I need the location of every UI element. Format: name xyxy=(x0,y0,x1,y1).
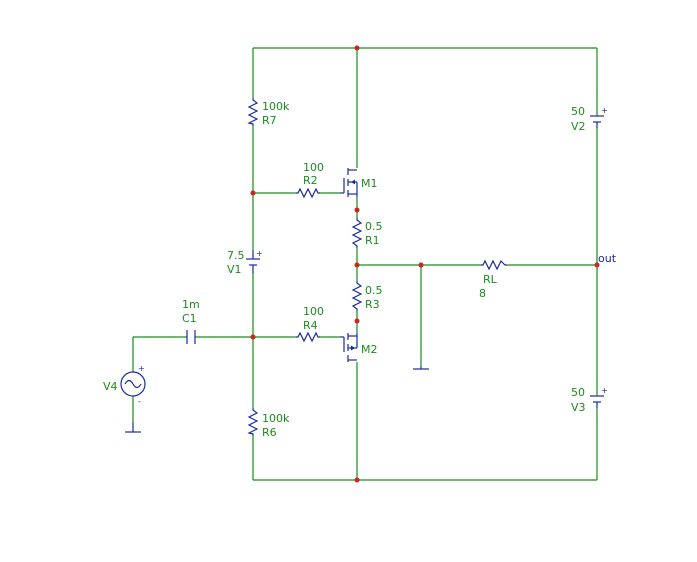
R2-value: 100 xyxy=(303,161,324,174)
R3-value: 0.5 xyxy=(365,284,383,297)
junction-dot xyxy=(354,477,360,483)
V4-name: V4 xyxy=(103,380,118,393)
voltage-source-V3[interactable]: + 50 V3 xyxy=(571,386,608,414)
junction-dot xyxy=(418,262,424,268)
resistor-R4[interactable]: 100 R4 xyxy=(296,305,324,343)
mosfet-M1[interactable]: M1 xyxy=(340,168,378,197)
voltage-source-V2[interactable]: + 50 V2 xyxy=(571,105,608,133)
V4-plus-sign: + xyxy=(138,364,145,373)
resistor-R2[interactable]: 100 R2 xyxy=(296,161,324,199)
R1-name: R1 xyxy=(365,234,380,247)
junction-dot xyxy=(250,334,256,340)
resistor-R3[interactable]: 0.5 R3 xyxy=(351,281,383,311)
junction-dot xyxy=(354,318,360,324)
R1-value: 0.5 xyxy=(365,220,383,233)
ground-symbol xyxy=(413,366,429,370)
net-label-out: out xyxy=(598,252,617,265)
voltage-source-V1[interactable]: + 7.5 V1 xyxy=(227,249,263,276)
resistor-R7[interactable]: 100k R7 xyxy=(247,98,290,127)
ac-source-V4[interactable]: + - V4 xyxy=(103,364,146,433)
junction-dot xyxy=(354,262,360,268)
junctions xyxy=(250,45,600,483)
V2-plus-sign: + xyxy=(601,106,608,115)
mosfet-M2[interactable]: M2 xyxy=(340,333,378,362)
resistor-R1[interactable]: 0.5 R1 xyxy=(351,218,383,248)
R7-name: R7 xyxy=(262,114,277,127)
wires xyxy=(132,47,598,481)
V4-minus-sign: - xyxy=(138,397,141,406)
M2-name: M2 xyxy=(361,343,378,356)
RL-value: 8 xyxy=(479,287,486,300)
V3-value: 50 xyxy=(571,386,585,399)
C1-name: C1 xyxy=(182,312,197,325)
junction-dot xyxy=(250,190,256,196)
V1-plus-sign: + xyxy=(256,249,263,258)
resistor-R6[interactable]: 100k R6 xyxy=(247,408,290,439)
M1-name: M1 xyxy=(361,177,378,190)
R6-value: 100k xyxy=(262,412,290,425)
V3-plus-sign: + xyxy=(601,386,608,395)
R3-name: R3 xyxy=(365,298,380,311)
junction-dot xyxy=(354,45,360,51)
capacitor-C1[interactable]: 1m C1 xyxy=(182,298,200,344)
V2-value: 50 xyxy=(571,105,585,118)
junction-dot xyxy=(594,262,600,268)
V2-name: V2 xyxy=(571,120,586,133)
R7-value: 100k xyxy=(262,100,290,113)
R4-name: R4 xyxy=(303,319,318,332)
R2-name: R2 xyxy=(303,174,318,187)
R4-value: 100 xyxy=(303,305,324,318)
RL-name: RL xyxy=(483,273,498,286)
C1-value: 1m xyxy=(182,298,200,311)
V1-name: V1 xyxy=(227,263,242,276)
resistor-RL[interactable]: RL 8 xyxy=(479,259,507,300)
junction-dot xyxy=(354,207,360,213)
V3-name: V3 xyxy=(571,401,586,414)
V1-value: 7.5 xyxy=(227,249,245,262)
R6-name: R6 xyxy=(262,426,277,439)
